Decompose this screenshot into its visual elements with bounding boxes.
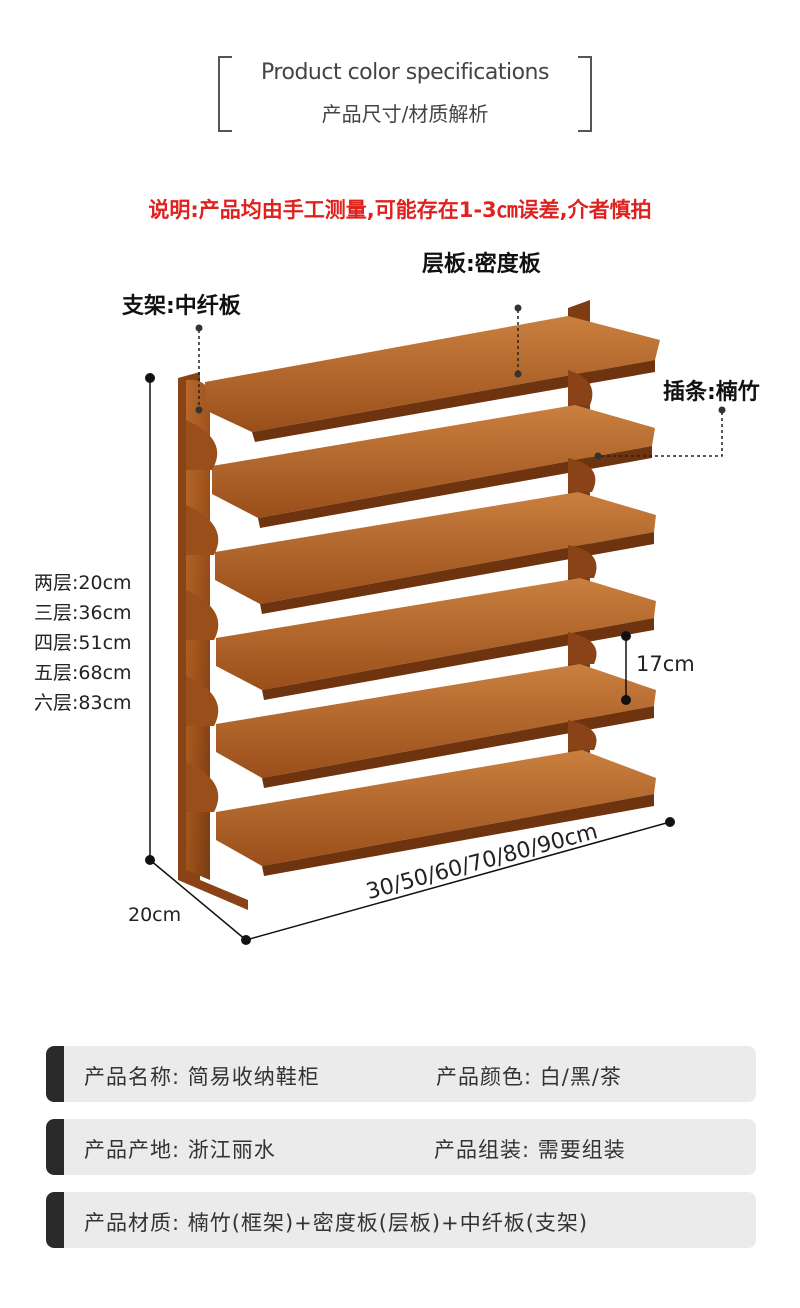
layer-height-4: 四层:51cm <box>34 632 132 654</box>
header-bracket-left <box>218 56 232 132</box>
shelf-gap-label: 17cm <box>636 652 695 676</box>
header-bracket-right <box>578 56 592 132</box>
spec-origin: 产品产地: 浙江丽水 <box>84 1138 276 1162</box>
dimension-lines <box>149 378 671 941</box>
shelf-6 <box>216 750 656 876</box>
left-brackets <box>186 420 219 812</box>
callout-bracket: 支架:中纤板 <box>122 294 241 319</box>
layer-height-2: 两层:20cm <box>34 572 132 594</box>
spec-accent <box>46 1046 64 1102</box>
spec-name: 产品名称: 简易收纳鞋柜 <box>84 1065 320 1089</box>
callout-shelf-board: 层板:密度板 <box>422 252 541 277</box>
callout-leaders <box>198 310 723 457</box>
layer-height-5: 五层:68cm <box>34 662 132 684</box>
layer-height-3: 三层:36cm <box>34 602 132 624</box>
shelf-4 <box>216 578 656 700</box>
shelf-3 <box>215 492 656 614</box>
shelf-5 <box>216 664 656 788</box>
measurement-notice: 说明:产品均由手工测量,可能存在1-3㎝误差,介者慎拍 <box>148 198 652 222</box>
spec-accent <box>46 1192 64 1248</box>
header-title: Product color specifications <box>261 60 549 85</box>
right-brackets <box>568 370 597 750</box>
spec-accent <box>46 1119 64 1175</box>
layer-height-6: 六层:83cm <box>34 692 132 714</box>
callout-strip: 插条:楠竹 <box>663 380 760 405</box>
spec-row-1: 产品名称: 简易收纳鞋柜 产品颜色: 白/黑/茶 <box>46 1046 756 1102</box>
spec-row-2: 产品产地: 浙江丽水 产品组装: 需要组装 <box>46 1119 756 1175</box>
spec-assembly: 产品组装: 需要组装 <box>434 1138 626 1162</box>
layer-heights-list: 两层:20cm 三层:36cm 四层:51cm 五层:68cm 六层:83cm <box>34 568 132 718</box>
shoe-rack-illustration <box>145 300 726 945</box>
spec-color: 产品颜色: 白/黑/茶 <box>436 1065 622 1089</box>
shelf-1 <box>205 316 660 442</box>
callout-dots <box>195 304 726 460</box>
shelves <box>205 316 660 876</box>
header-subtitle: 产品尺寸/材质解析 <box>321 102 489 126</box>
spec-material: 产品材质: 楠竹(框架)+密度板(层板)+中纤板(支架) <box>84 1211 589 1235</box>
spec-row-3: 产品材质: 楠竹(框架)+密度板(层板)+中纤板(支架) <box>46 1192 756 1248</box>
shelf-2 <box>212 405 655 528</box>
dimension-dots <box>145 373 675 945</box>
depth-label: 20cm <box>128 904 182 926</box>
